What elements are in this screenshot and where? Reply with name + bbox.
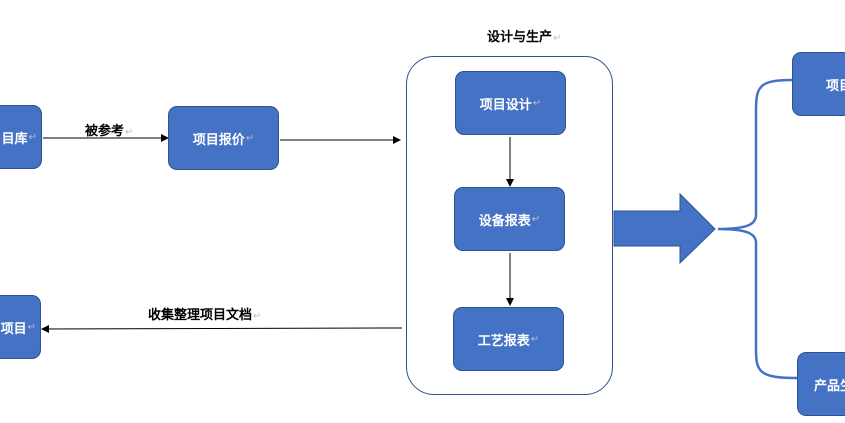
- collect-documents-label: 收集整理项目文档↵: [148, 308, 262, 323]
- project-library-node[interactable]: 目库↵: [0, 105, 42, 169]
- design-production-label: 设计与生产↵: [487, 30, 562, 45]
- project-quote-node[interactable]: 项目报价↵: [168, 106, 279, 170]
- referenced-label: 被参考↵: [85, 124, 134, 139]
- right-top-node[interactable]: 项目: [792, 52, 845, 116]
- big-right-arrow: [613, 192, 716, 265]
- process-report-node[interactable]: 工艺报表↵: [453, 307, 564, 371]
- project-design-node[interactable]: 项目设计↵: [455, 71, 566, 135]
- right-brace: [717, 78, 798, 380]
- arrow-collect-to-archive: [41, 324, 403, 333]
- right-bottom-node[interactable]: 产品生: [797, 352, 845, 416]
- project-archive-node[interactable]: 项目↵: [0, 295, 41, 359]
- equipment-report-node[interactable]: 设备报表↵: [454, 187, 565, 251]
- design-production-container: [406, 56, 613, 395]
